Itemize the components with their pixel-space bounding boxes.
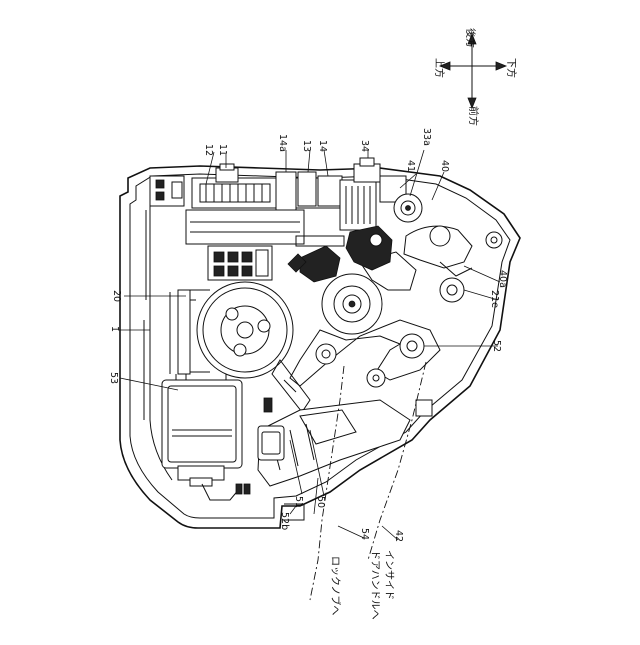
callout-inside-handle-line1: インサイド [383,550,395,600]
part-14a [276,172,296,210]
ref-11: 11 [217,144,228,156]
latch-mechanism [264,226,502,416]
cable-paths [310,362,426,600]
ref-53: 53 [108,372,119,384]
compass-up-label: 上方 [433,58,446,78]
callout-lock-knob: ロックノブへ [329,556,342,615]
part-34-boss [354,164,380,182]
part-14 [318,176,342,206]
ref-34: 34 [359,140,370,152]
ref-33a: 33a [421,128,432,146]
compass-down-label: 下方 [505,58,518,78]
top-gear-train [186,158,422,244]
callouts: ロックノブへ インサイド ドアハンドルへ [329,550,395,620]
ref-41: 41 [405,160,416,172]
ref-40a: 40a [497,270,508,288]
ref-21e: 21e [489,290,500,308]
ref-14: 14 [317,140,328,152]
ref-40: 40 [439,160,450,172]
ref-12: 12 [203,144,214,156]
ref-51: 51 [293,496,304,508]
ref-42: 42 [393,530,404,542]
ref-50: 50 [315,496,326,508]
callout-inside-handle-line2: ドアハンドルへ [369,550,380,620]
compass-front-label: 前方 [467,106,480,126]
ref-52b: 52b [279,512,290,530]
cable-assembly [258,400,410,520]
ref-20: 20 [111,290,122,302]
ref-52: 52 [491,340,502,352]
worm-wheel-assembly [170,282,293,380]
motor-53 [162,374,250,500]
ref-54: 54 [359,528,370,540]
ref-1: 1 [109,326,120,332]
part-13 [298,172,316,206]
ref-14a: 14a [277,134,288,152]
compass-rear-label: 後方 [464,28,477,48]
direction-compass: 上方 後方 前方 下方 [433,28,518,126]
ref-13: 13 [301,140,312,152]
arrow-right-icon [496,62,506,70]
